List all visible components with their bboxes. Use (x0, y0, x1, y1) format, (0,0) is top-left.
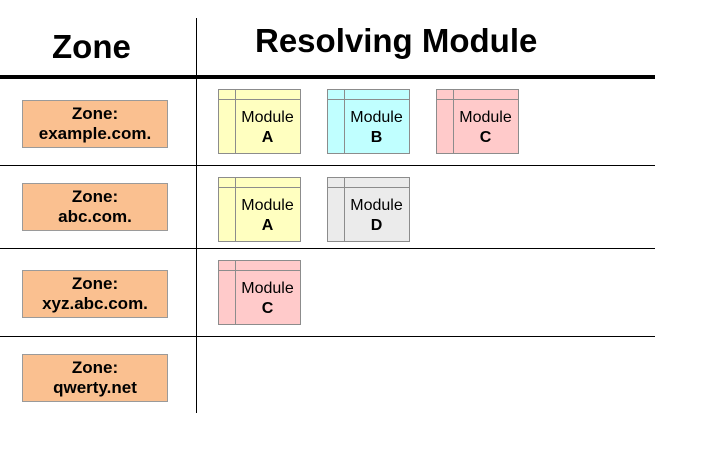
zone-name: xyz.abc.com. (42, 294, 148, 313)
column-divider (196, 18, 197, 413)
row-divider (0, 165, 655, 166)
module-text: Module D (344, 196, 409, 236)
zone-label: Zone: (71, 187, 119, 206)
module-icon-line (328, 99, 409, 100)
zone-name: qwerty.net (53, 378, 137, 397)
zone-box-xyz-abc-com: Zone: xyz.abc.com. (22, 270, 168, 318)
zone-box-example-com: Zone: example.com. (22, 100, 168, 148)
module-icon-line (453, 90, 454, 153)
zone-column-header: Zone (52, 28, 131, 65)
module-box-d: Module D (327, 177, 410, 242)
module-box-b: Module B (327, 89, 410, 154)
zone-name: abc.com. (58, 207, 132, 226)
zone-label: Zone: (71, 104, 119, 123)
module-icon-line (235, 261, 236, 324)
module-word: Module (241, 109, 294, 126)
header-divider (0, 75, 655, 79)
module-icon-line (344, 178, 345, 241)
module-word: Module (459, 109, 512, 126)
row-divider (0, 248, 655, 249)
module-icon-line (219, 187, 300, 188)
module-box-c: Module C (436, 89, 519, 154)
module-letter: A (261, 129, 274, 146)
resolving-module-column-header: Resolving Module (255, 22, 538, 59)
row-divider (0, 336, 655, 337)
zone-name: example.com. (38, 124, 152, 143)
module-letter: A (261, 217, 274, 234)
module-word: Module (241, 197, 294, 214)
module-icon-line (219, 270, 300, 271)
module-word: Module (350, 197, 403, 214)
zone-box-abc-com: Zone: abc.com. (22, 183, 168, 231)
module-box-c: Module C (218, 260, 301, 325)
module-text: Module B (344, 108, 409, 148)
module-word: Module (241, 280, 294, 297)
module-text: Module C (235, 279, 300, 319)
module-letter: C (261, 300, 274, 317)
module-text: Module A (235, 196, 300, 236)
zone-label: Zone: (71, 274, 119, 293)
module-text: Module A (235, 108, 300, 148)
module-icon-line (235, 178, 236, 241)
zone-label: Zone: (71, 358, 119, 377)
module-icon-line (437, 99, 518, 100)
module-icon-line (219, 99, 300, 100)
module-letter: D (370, 217, 383, 234)
zone-box-qwerty-net: Zone: qwerty.net (22, 354, 168, 402)
module-word: Module (350, 109, 403, 126)
module-letter: C (479, 129, 492, 146)
module-icon-line (344, 90, 345, 153)
module-letter: B (370, 129, 383, 146)
module-icon-line (235, 90, 236, 153)
module-text: Module C (453, 108, 518, 148)
module-box-a: Module A (218, 177, 301, 242)
module-box-a: Module A (218, 89, 301, 154)
module-icon-line (328, 187, 409, 188)
